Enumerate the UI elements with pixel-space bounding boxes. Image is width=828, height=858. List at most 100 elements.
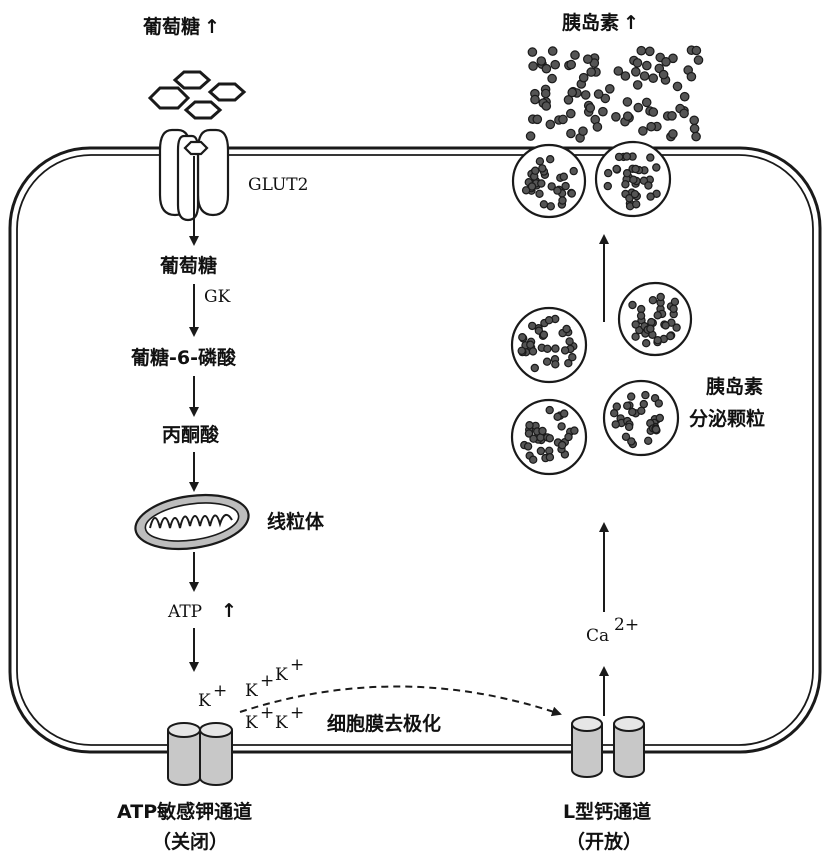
insulin-dot <box>562 324 571 334</box>
svg-text:K: K <box>198 691 211 711</box>
insulin-dot <box>532 114 543 125</box>
insulin-dot <box>631 164 640 174</box>
insulin-dot <box>630 189 640 199</box>
insulin-dot <box>686 71 697 82</box>
depolarization-label: 细胞膜去极化 <box>327 712 441 735</box>
g6p-label: 葡糖-6-磷酸 <box>131 346 237 369</box>
insulin-dot <box>668 129 678 139</box>
insulin-dot <box>559 172 569 181</box>
insulin-dot <box>661 56 671 67</box>
svg-text:K: K <box>275 713 288 733</box>
insulin-dot <box>642 339 651 348</box>
insulin-dot <box>565 337 574 346</box>
glucose-hexagon <box>172 70 212 90</box>
insulin-dot <box>560 409 569 418</box>
svg-text:+: + <box>290 703 304 723</box>
insulin-dot <box>646 153 655 162</box>
insulin-dot <box>528 61 538 71</box>
insulin-dot <box>644 181 653 190</box>
insulin-dot <box>564 432 573 442</box>
insulin-dot <box>693 55 704 65</box>
insulin-dot <box>641 390 650 400</box>
insulin-dot <box>641 97 652 108</box>
insulin-dot <box>651 425 661 434</box>
insulin-dot <box>679 108 689 119</box>
insulin-dot <box>536 446 546 456</box>
secretory-granule <box>594 140 672 218</box>
insulin-dot <box>585 103 596 113</box>
insulin-dot <box>550 59 560 70</box>
glut2-label: GLUT2 <box>248 175 308 195</box>
insulin-dot <box>524 429 534 438</box>
insulin-dot <box>592 122 603 132</box>
insulin-dot <box>630 67 641 77</box>
insulin-dot <box>622 168 632 178</box>
insulin-dot <box>627 392 636 401</box>
insulin-dot <box>622 152 632 161</box>
insulin-dot <box>570 50 580 60</box>
k-ion: K + <box>275 655 304 685</box>
svg-text:K: K <box>245 713 258 733</box>
glucose-molecules <box>147 70 247 120</box>
l-type-ca-channel <box>571 716 645 778</box>
insulin-dot <box>544 316 554 325</box>
insulin-dot <box>545 119 556 130</box>
insulin-dot <box>542 357 552 366</box>
insulin-dot <box>525 421 534 430</box>
insulin-dot <box>652 163 661 172</box>
insulin-dot <box>654 399 664 408</box>
insulin-dot <box>547 182 556 191</box>
insulin-dot <box>546 154 555 164</box>
insulin-dot <box>667 111 677 121</box>
insulin-dot <box>586 67 596 77</box>
mitochondrion <box>134 493 250 551</box>
insulin-dot <box>604 84 615 94</box>
insulin-dot <box>527 182 537 191</box>
secretory-granule <box>510 398 588 476</box>
insulin-dot <box>526 340 535 349</box>
secretory-granule <box>617 281 693 357</box>
insulin-dot <box>603 181 613 191</box>
insulin-dot <box>543 344 552 353</box>
insulin-dot <box>539 200 549 209</box>
insulin-dot <box>620 71 631 81</box>
insulin-dot <box>582 54 593 64</box>
katp-channel-label: ATP敏感钾通道 <box>117 800 252 823</box>
secretory-granule <box>511 143 587 219</box>
insulin-dot <box>553 186 562 195</box>
granules-label-line2: 分泌颗粒 <box>689 407 765 430</box>
insulin-dot <box>629 175 638 184</box>
insulin-dot <box>613 66 624 76</box>
atp-up-arrow: ↑ <box>221 600 237 622</box>
insulin-dot <box>517 346 526 355</box>
insulin-dot <box>644 46 655 57</box>
svg-text:Ca: Ca <box>586 626 609 646</box>
k-ion: K + <box>275 703 304 733</box>
insulin-dot <box>691 131 701 142</box>
insulin-dot <box>530 363 540 373</box>
insulin-dot <box>525 131 536 141</box>
svg-text:K: K <box>245 681 258 701</box>
insulin-dot <box>670 297 680 306</box>
insulin-dot <box>646 192 655 201</box>
insulin-dot <box>633 102 644 113</box>
insulin-dot <box>565 108 576 119</box>
insulin-dot <box>558 196 567 205</box>
insulin-dot <box>628 407 637 417</box>
insulin-dot <box>672 81 683 92</box>
insulin-dot <box>666 331 675 341</box>
insulin-dot <box>531 166 540 175</box>
glucose-hexagon <box>183 100 223 120</box>
insulin-dot <box>545 453 555 462</box>
insulin-dot <box>644 436 653 445</box>
cell-membrane-inner <box>16 154 814 746</box>
svg-text:+: + <box>260 703 274 723</box>
svg-text:K: K <box>275 665 288 685</box>
insulin-dot <box>535 189 544 198</box>
insulin-dot <box>560 346 570 355</box>
insulin-dot <box>567 189 577 198</box>
ca-ion-label: Ca 2+ <box>586 615 639 646</box>
insulin-dot <box>529 434 538 443</box>
insulin-dot <box>648 73 658 83</box>
